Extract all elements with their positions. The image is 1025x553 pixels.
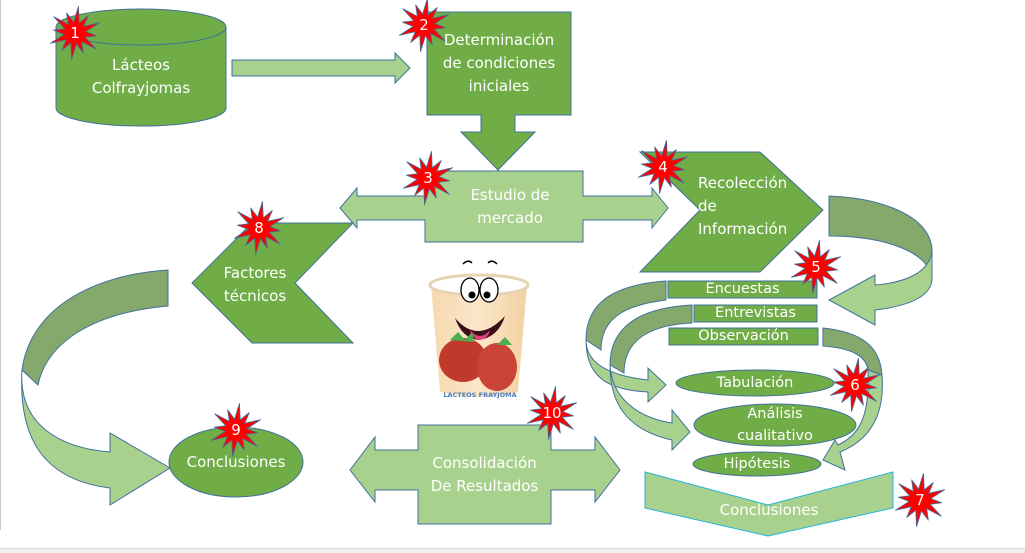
encuestas-box[interactable] (667, 280, 818, 299)
entrevistas-box[interactable] (693, 304, 818, 323)
step-star-icon (637, 140, 689, 194)
observacion-box[interactable] (668, 327, 819, 346)
consolidacion-callout[interactable] (349, 424, 621, 525)
step-star-icon (829, 358, 881, 412)
step-star-icon (526, 386, 578, 440)
curved-arrow-to-tabulacion (585, 280, 667, 404)
yogurt-mascot-image (428, 260, 530, 397)
determinacion-callout[interactable] (426, 11, 572, 171)
step-star-icon (398, 0, 450, 52)
curved-arrow-to-conclusiones (21, 269, 171, 506)
recoleccion-chevron[interactable] (638, 151, 824, 273)
analisis-ellipse[interactable] (693, 403, 857, 447)
step-star-icon (233, 201, 285, 255)
estudio-callout[interactable] (339, 170, 669, 243)
step-star-icon (210, 403, 262, 457)
tabulacion-ellipse[interactable] (675, 369, 835, 397)
step-star-icon (894, 473, 946, 527)
step-star-icon (402, 151, 454, 205)
lacteos-cylinder[interactable] (55, 8, 227, 127)
canvas-left-border (0, 0, 1, 530)
mascot-caption: LACTEOS FRAYJOMA (443, 391, 516, 399)
step-star-icon (49, 6, 101, 60)
arrow-to-determinacion (231, 51, 411, 85)
conclusiones-final-chevron[interactable] (644, 471, 894, 537)
curved-arrow-to-hipotesis (822, 327, 883, 471)
curved-arrow-recoleccion (827, 195, 933, 326)
factores-chevron[interactable] (191, 222, 355, 344)
step-star-icon (790, 240, 842, 294)
hipotesis-ellipse[interactable] (692, 451, 822, 477)
curved-arrow-to-analisis (609, 304, 693, 452)
bottom-scrollbar-area (0, 548, 1025, 553)
